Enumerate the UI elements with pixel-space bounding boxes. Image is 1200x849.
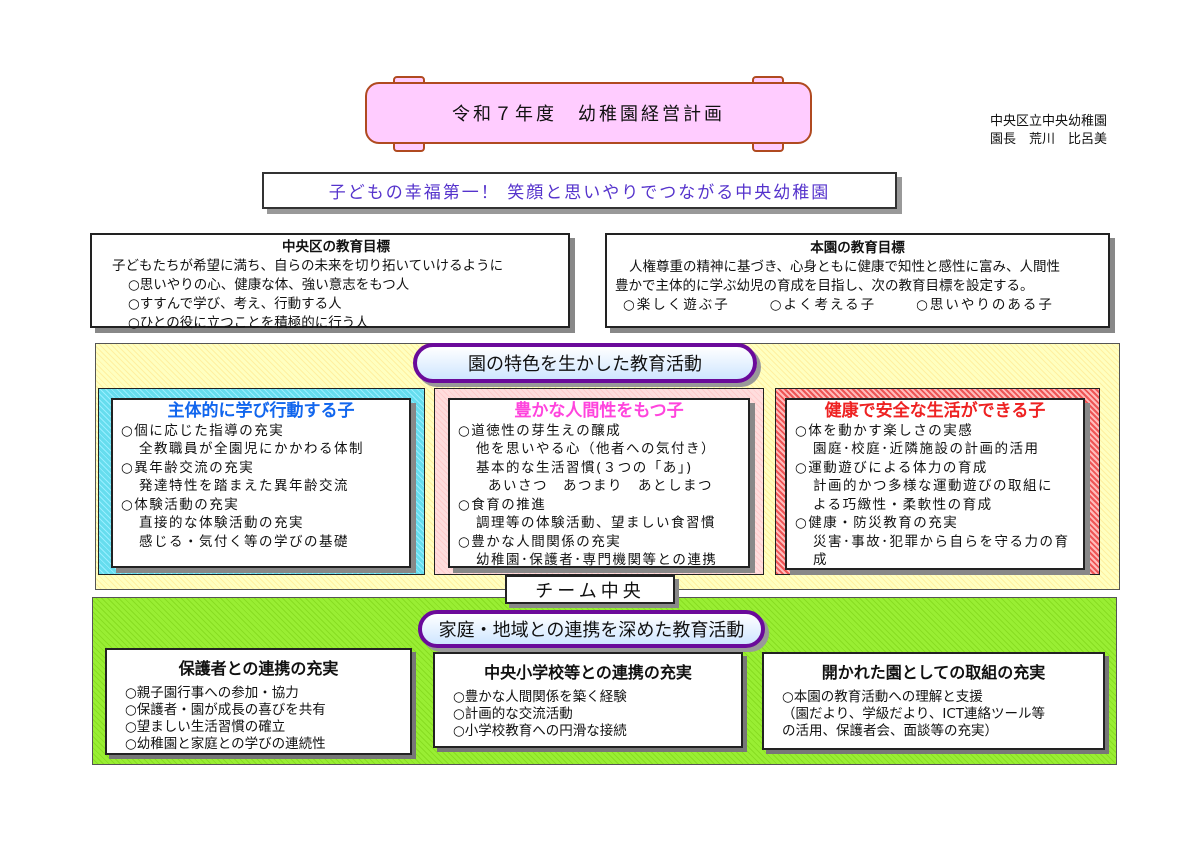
community-box-1: 保護者との連携の充実 ○親子園行事への参加・協力○保護者・園が成長の喜びを共有○… (105, 648, 412, 755)
school-goal-item: ○よく考える子 (769, 297, 877, 313)
feature-line: ○豊かな人間関係の充実 (458, 533, 622, 550)
feature-line: 感じる・気付く等の学びの基礎 (139, 533, 349, 550)
feature-line: 幼稚園･保護者･専門機関等との連携 (476, 552, 718, 568)
community-line: ○豊かな人間関係を築く経験 (453, 689, 627, 705)
ward-goal-item: ○ひとの役に立つことを積極的に行う人 (128, 315, 369, 331)
team-label: チーム中央 (505, 575, 675, 604)
org-name: 中央区立中央幼稚園 (990, 114, 1108, 129)
principal-name: 園長 荒川 比呂美 (990, 132, 1108, 147)
feature-line: ○個に応じた指導の充実 (121, 422, 285, 439)
feature-line: ○体験活動の充実 (121, 496, 240, 513)
community-box-3: 開かれた園としての取組の充実 ○本園の教育活動への理解と支援（園だより、学級だよ… (762, 652, 1105, 750)
feature-line: 発達特性を踏まえた異年齢交流 (139, 478, 349, 494)
ward-goal-item: ○すすんで学び、考え、行動する人 (128, 296, 342, 312)
features-title: 園の特色を生かした教育活動 (413, 343, 757, 383)
org-info: 中央区立中央幼稚園 園長 荒川 比呂美 (990, 113, 1107, 149)
feature-line: 災害･事故･犯罪から自らを守る力の育成 (813, 533, 1070, 569)
feature-line: よる巧緻性・柔軟性の育成 (813, 496, 993, 513)
feature-line: 計画的かつ多様な運動遊びの取組に (813, 478, 1053, 494)
community-line: ○保護者・園が成長の喜びを共有 (125, 702, 326, 718)
school-goals-box: 本園の教育目標 人権尊重の精神に基づき、心身ともに健康で知性と感性に富み、人間性… (605, 233, 1110, 328)
feature-line: あいさつ あつまり あとしまつ (488, 478, 713, 494)
ward-goal-item: ○思いやりの心、健康な体、強い意志をもつ人 (128, 277, 410, 293)
feature-line: 直接的な体験活動の充実 (139, 515, 304, 531)
school-goals-line: 豊かで主体的に学ぶ幼児の育成を目指し、次の教育目標を設定する。 (615, 278, 1034, 294)
community-line: ○幼稚園と家庭との学びの連続性 (125, 736, 326, 752)
feature-title: 健康で安全な生活ができる子 (824, 401, 1046, 421)
feature-line: ○食育の推進 (458, 496, 547, 513)
feature-line: ○運動遊びによる体力の育成 (795, 459, 988, 476)
community-line: ○小学校教育への円滑な接続 (453, 723, 627, 739)
school-goal-item: ○思いやりのある子 (916, 297, 1054, 313)
ward-goals-box: 中央区の教育目標 子どもたちが希望に満ち、自らの未来を切り拓いていけるように ○… (90, 233, 570, 331)
school-goals-line: 人権尊重の精神に基づき、心身ともに健康で知性と感性に富み、人間性 (629, 259, 1061, 275)
community-box-title: 保護者との連携の充実 (178, 659, 339, 678)
feature-line: 基本的な生活習慣(３つの「あ」) (476, 459, 693, 476)
feature-line: 全教職員が全園児にかかわる体制 (139, 441, 364, 457)
community-box-2: 中央小学校等との連携の充実 ○豊かな人間関係を築く経験○計画的な交流活動○小学校… (433, 652, 743, 748)
feature-title: 豊かな人間性をもつ子 (514, 401, 684, 421)
community-line: （園だより、学級だより、ICT連絡ツール等 (782, 706, 1046, 722)
community-box-title: 開かれた園としての取組の充実 (821, 663, 1046, 682)
feature-column-3: 健康で安全な生活ができる子 ○体を動かす楽しさの実感園庭･校庭･近隣施設の計画的… (785, 398, 1085, 570)
motto: 子どもの幸福第一！ 笑顔と思いやりでつながる中央幼稚園 (262, 172, 897, 209)
feature-line: ○異年齢交流の充実 (121, 459, 255, 476)
feature-line: 園庭･校庭･近隣施設の計画的活用 (813, 441, 1040, 457)
feature-line: ○道徳性の芽生えの醸成 (458, 422, 622, 439)
feature-column-1: 主体的に学び行動する子 ○個に応じた指導の充実全教職員が全園児にかかわる体制 ○異… (111, 398, 411, 568)
feature-title: 主体的に学び行動する子 (167, 401, 355, 421)
feature-line: ○体を動かす楽しさの実感 (795, 422, 974, 439)
community-line: ○本園の教育活動への理解と支援 (782, 689, 983, 705)
feature-line: 調理等の体験活動、望ましい食習慣 (476, 515, 716, 531)
ward-goals-intro: 子どもたちが希望に満ち、自らの未来を切り拓いていけるように (112, 258, 504, 274)
community-title: 家庭・地域との連携を深めた教育活動 (418, 610, 765, 648)
community-box-title: 中央小学校等との連携の充実 (484, 663, 692, 682)
school-goal-item: ○楽しく遊ぶ子 (623, 297, 730, 313)
ward-goals-title: 中央区の教育目標 (282, 239, 390, 255)
community-line: の活用、保護者会、面談等の充実） (782, 723, 998, 739)
feature-line: ○健康・防災教育の充実 (795, 515, 959, 531)
community-line: ○計画的な交流活動 (453, 706, 573, 722)
feature-column-2: 豊かな人間性をもつ子 ○道徳性の芽生えの醸成他を思いやる心（他者への気付き） 基本… (448, 398, 750, 568)
page-title: 令和７年度 幼稚園経営計画 (365, 82, 812, 144)
community-line: ○親子園行事への参加・協力 (125, 685, 299, 701)
community-line: ○望ましい生活習慣の確立 (125, 719, 286, 735)
school-goals-title: 本園の教育目標 (810, 240, 905, 256)
feature-line: 他を思いやる心（他者への気付き） (476, 441, 716, 457)
